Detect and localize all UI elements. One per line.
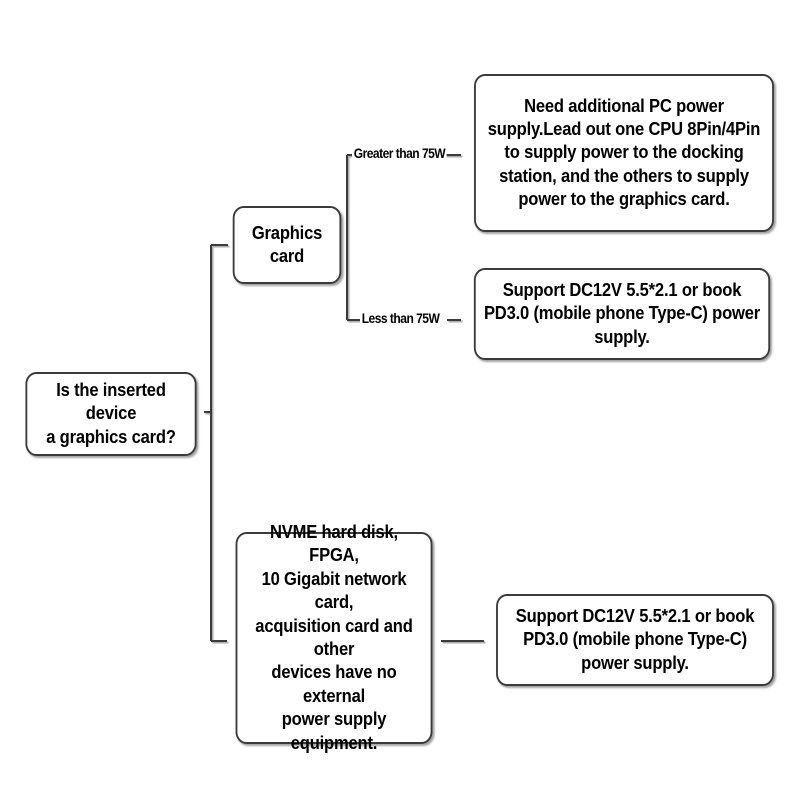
node-greater-than-75w-result[interactable]: Need additional PC power supply.Lead out… [474,74,774,232]
edge-label-less-than-75w: Less than 75W [360,310,442,326]
node-root-question[interactable]: Is the inserted device a graphics card? [25,372,197,456]
node-less-than-75w-result[interactable]: Support DC12V 5.5*2.1 or book PD3.0 (mob… [473,268,771,360]
node-graphics-card-label: Graphics card [251,222,323,266]
edge-label-greater-than-75w: Greater than 75W [352,145,447,161]
node-other-devices[interactable]: NVME hard disk, FPGA, 10 Gigabit network… [235,522,433,753]
node-other-devices-power-result-label: Support DC12V 5.5*2.1 or book PD3.0 (mob… [515,605,755,673]
node-root-question-label: Is the inserted device a graphics card? [46,379,176,447]
node-other-devices-label: NVME hard disk, FPGA, 10 Gigabit network… [255,522,413,753]
node-less-than-75w-result-label: Support DC12V 5.5*2.1 or book PD3.0 (mob… [483,279,761,347]
node-other-devices-power-result[interactable]: Support DC12V 5.5*2.1 or book PD3.0 (mob… [496,594,774,686]
node-greater-than-75w-result-label: Need additional PC power supply.Lead out… [487,95,761,210]
node-graphics-card[interactable]: Graphics card [232,206,342,284]
